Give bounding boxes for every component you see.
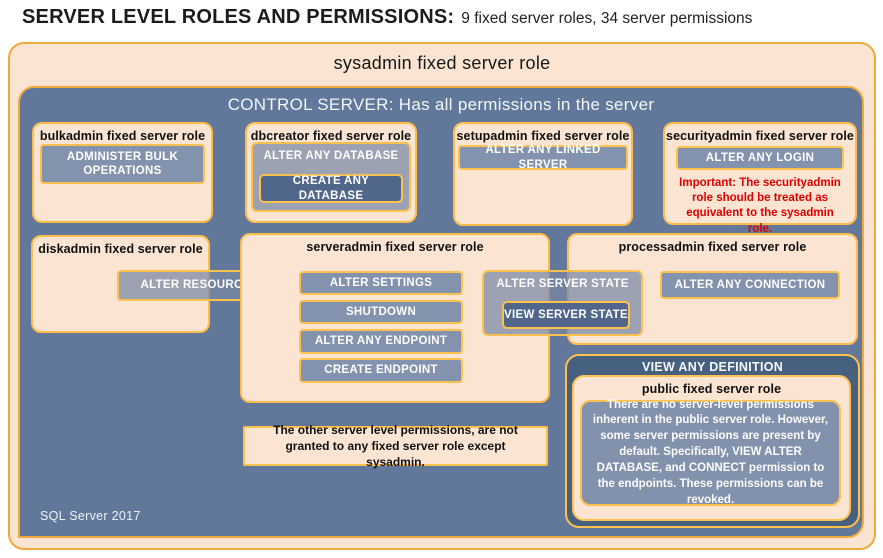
processadmin-role-title: processadmin fixed server role [618,240,807,254]
perm-alter-any-linked-server: ALTER ANY LINKED SERVER [458,144,628,171]
perm-alter-any-login: ALTER ANY LOGIN [676,146,844,170]
perm-alter-any-database-label: ALTER ANY DATABASE [263,150,399,162]
perm-alter-settings: ALTER SETTINGS [299,271,463,295]
perm-administer-bulk-operations: ADMINISTER BULK OPERATIONS [40,144,205,184]
setupadmin-role-title: setupadmin fixed server role [456,129,630,143]
other-permissions-note: The other server level permissions, are … [243,423,548,469]
perm-shutdown: SHUTDOWN [299,300,463,324]
perm-alter-any-database: ALTER ANY DATABASE CREATE ANY DATABASE [251,142,411,212]
perm-view-server-state: VIEW SERVER STATE [502,301,630,329]
perm-alter-any-endpoint: ALTER ANY ENDPOINT [299,329,463,354]
bulkadmin-role-title: bulkadmin fixed server role [39,129,206,143]
securityadmin-role-box: securityadmin fixed server role ALTER AN… [663,122,857,235]
control-server-label: CONTROL SERVER: Has all permissions in t… [227,95,655,114]
diskadmin-role-title: diskadmin fixed server role [38,242,203,256]
securityadmin-warning-note: Important: The securityadmin role should… [679,177,841,235]
perm-create-any-database: CREATE ANY DATABASE [259,174,403,203]
securityadmin-role-title: securityadmin fixed server role [666,129,854,143]
perm-alter-any-connection: ALTER ANY CONNECTION [660,271,840,299]
dbcreator-role-box: dbcreator fixed server role ALTER ANY DA… [245,122,417,223]
setupadmin-role-box: setupadmin fixed server role ALTER ANY L… [453,122,633,226]
perm-alter-server-state-label: ALTER SERVER STATE [496,278,629,290]
dbcreator-role-title: dbcreator fixed server role [250,129,412,143]
view-any-definition-label: VIEW ANY DEFINITION [641,360,784,374]
page-title-subtitle: 9 fixed server roles, 34 server permissi… [461,10,753,27]
view-any-definition-box: VIEW ANY DEFINITION public fixed server … [565,354,860,528]
perm-create-endpoint: CREATE ENDPOINT [299,358,463,383]
public-role-note: There are no server-level permissions in… [580,399,841,506]
sysadmin-role-label: sysadmin fixed server role [333,53,551,73]
bulkadmin-role-box: bulkadmin fixed server role ADMINISTER B… [32,122,213,223]
page-title: SERVER LEVEL ROLES AND PERMISSIONS: 9 fi… [22,6,752,29]
footer-version-label: SQL Server 2017 [40,509,141,523]
page-title-main: SERVER LEVEL ROLES AND PERMISSIONS: [22,6,455,28]
serveradmin-role-title: serveradmin fixed server role [306,240,484,254]
public-role-title: public fixed server role [641,382,782,396]
public-role-box: public fixed server role There are no se… [572,375,851,521]
perm-alter-server-state: ALTER SERVER STATE VIEW SERVER STATE [482,270,643,336]
serveradmin-role-box: serveradmin fixed server role ALTER SETT… [240,233,550,403]
